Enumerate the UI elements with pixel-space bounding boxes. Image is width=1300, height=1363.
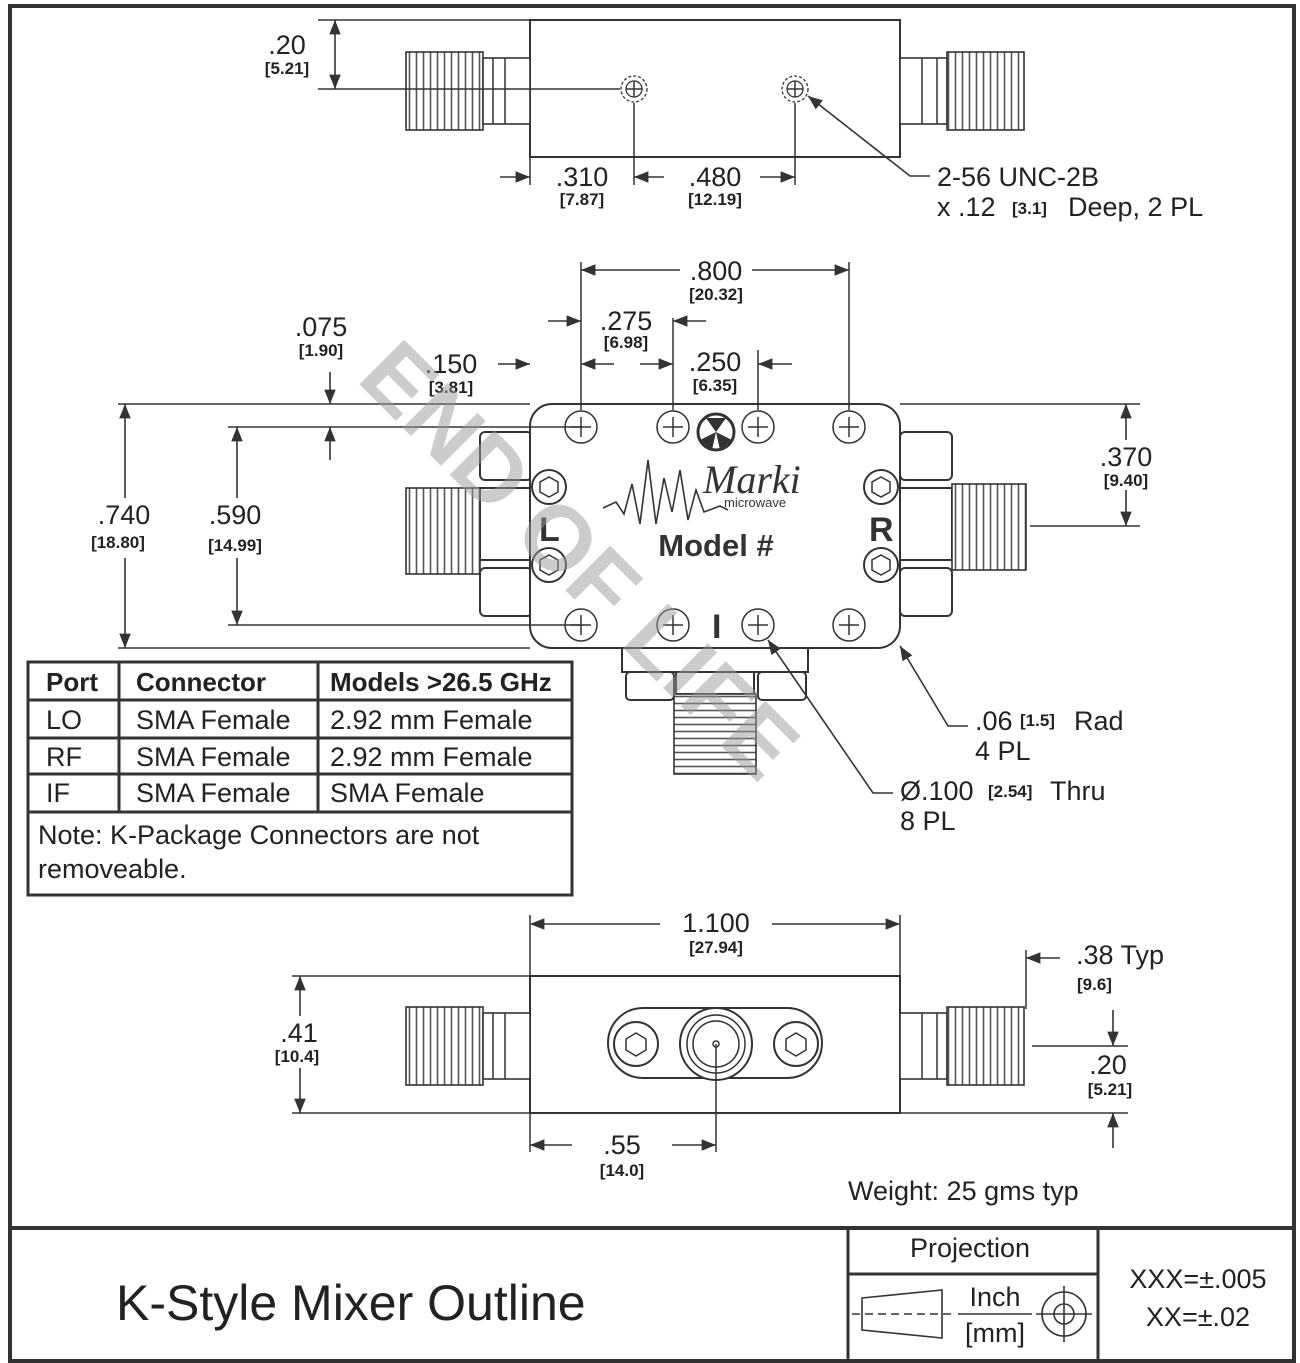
- table-cell: SMA Female: [136, 742, 291, 772]
- table-header-port: Port: [46, 667, 98, 697]
- dim-41: .41: [280, 1018, 318, 1048]
- dim-275: .275: [600, 306, 653, 336]
- table-header-connector: Connector: [136, 667, 266, 697]
- dim-hole1-mm: [7.87]: [560, 190, 604, 209]
- table-cell: SMA Female: [136, 705, 291, 735]
- flange-screw-right: [773, 1021, 819, 1067]
- dim-590-mm: [14.99]: [208, 536, 262, 555]
- table-cell: 2.92 mm Female: [330, 742, 533, 772]
- dim-370: .370: [1100, 442, 1153, 472]
- connector-table: Port Connector Models >26.5 GHz LO SMA F…: [26, 660, 574, 897]
- table-cell: 2.92 mm Female: [330, 705, 533, 735]
- hole-note-mm: [2.54]: [988, 782, 1032, 801]
- table-cell: RF: [46, 742, 82, 772]
- radius-note-pre: .06: [975, 706, 1013, 736]
- dim-250: .250: [689, 347, 742, 377]
- table-cell: SMA Female: [330, 778, 485, 808]
- mixer-body: [529, 403, 901, 649]
- dim-250-mm: [6.35]: [693, 376, 737, 395]
- dim-1100-mm: [27.94]: [689, 938, 743, 957]
- dim-590: .590: [209, 500, 262, 530]
- flange-screw-left: [613, 1021, 659, 1067]
- dim-hole1: .310: [556, 162, 609, 192]
- dim-55-mm: [14.0]: [600, 1161, 644, 1180]
- hex-screw-right-top: [863, 469, 899, 505]
- dim-hole2: .480: [689, 162, 742, 192]
- port-label-bottom: I: [712, 608, 721, 646]
- title-block: K-Style Mixer Outline Projection Inch [m…: [116, 1228, 1267, 1361]
- table-header-models: Models >26.5 GHz: [330, 667, 552, 697]
- dim-38-mm: [9.6]: [1077, 975, 1112, 994]
- dim-740: .740: [98, 500, 151, 530]
- radius-note-qty: 4 PL: [975, 736, 1031, 766]
- dim-075: .075: [295, 312, 348, 342]
- dim-150-mm: [3.81]: [429, 378, 473, 397]
- tap-note-line2-post: Deep, 2 PL: [1068, 192, 1203, 222]
- hole-note-qty: 8 PL: [900, 806, 956, 836]
- radius-note-mm: [1.5]: [1020, 711, 1055, 730]
- drawing-frame: [8, 4, 1296, 1363]
- tapped-hole-2: [781, 75, 809, 103]
- bottom-view: 1.100 [27.94] .38 Typ [9.6] .41 [10.4] .…: [270, 908, 1164, 1206]
- unit-mm: [mm]: [965, 1318, 1025, 1348]
- port-label-left: L: [539, 511, 560, 549]
- brand-sub: microwave: [724, 495, 786, 510]
- dim-55: .55: [603, 1130, 641, 1160]
- radius-note-post: Rad: [1074, 706, 1124, 736]
- dim-hole2-mm: [12.19]: [688, 190, 742, 209]
- tap-note-line1: 2-56 UNC-2B: [937, 162, 1099, 192]
- hex-screw-left-bottom: [531, 547, 567, 583]
- hole-note-pre: Ø.100: [900, 776, 974, 806]
- brand-name: Marki: [702, 457, 801, 502]
- dim-20-mm: [5.21]: [1088, 1080, 1132, 1099]
- top-view: .20 [5.21] .310 [7.87] .480 [12.19] 2-56…: [265, 19, 1203, 222]
- tap-note-line2-pre: x .12: [937, 192, 996, 222]
- table-note-line1: Note: K-Package Connectors are not: [38, 820, 480, 850]
- third-angle-projection-icon: [852, 1286, 1092, 1342]
- projection-label: Projection: [910, 1233, 1030, 1263]
- hex-screw-left-top: [531, 469, 567, 505]
- model-label: Model #: [658, 528, 773, 563]
- hex-screw-right-bottom: [863, 547, 899, 583]
- tapped-hole-1: [620, 75, 648, 103]
- weight-note: Weight: 25 gms typ: [848, 1176, 1079, 1206]
- dim-370-mm: [9.40]: [1104, 471, 1148, 490]
- dim-41-mm: [10.4]: [275, 1047, 319, 1066]
- tolerance-xx: XX=±.02: [1146, 1302, 1250, 1332]
- dim-740-mm: [18.80]: [91, 533, 145, 552]
- table-cell: IF: [46, 778, 70, 808]
- table-cell: LO: [46, 705, 82, 735]
- dim-800: .800: [690, 256, 743, 286]
- table-note-line2: removeable.: [38, 854, 187, 884]
- dim-top-height-mm: [5.21]: [265, 59, 309, 78]
- dim-275-mm: [6.98]: [604, 333, 648, 352]
- marki-logo-icon: Marki microwave: [602, 412, 801, 525]
- dim-1100: 1.100: [682, 908, 750, 938]
- hole-note-post: Thru: [1050, 776, 1106, 806]
- dim-top-height: .20: [268, 30, 306, 60]
- dim-20: .20: [1089, 1050, 1127, 1080]
- table-cell: SMA Female: [136, 778, 291, 808]
- unit-inch: Inch: [969, 1282, 1020, 1312]
- dim-075-mm: [1.90]: [299, 341, 343, 360]
- tap-note-line2-mm: [3.1]: [1012, 199, 1047, 218]
- dim-38: .38 Typ: [1076, 940, 1164, 970]
- front-view: Marki microwave Model # L R I .800 [20.3…: [80, 256, 1160, 836]
- dim-800-mm: [20.32]: [689, 285, 743, 304]
- port-label-right: R: [869, 511, 894, 549]
- dim-150: .150: [425, 349, 478, 379]
- tolerance-xxx: XXX=±.005: [1129, 1264, 1266, 1294]
- drawing-title: K-Style Mixer Outline: [116, 1275, 586, 1331]
